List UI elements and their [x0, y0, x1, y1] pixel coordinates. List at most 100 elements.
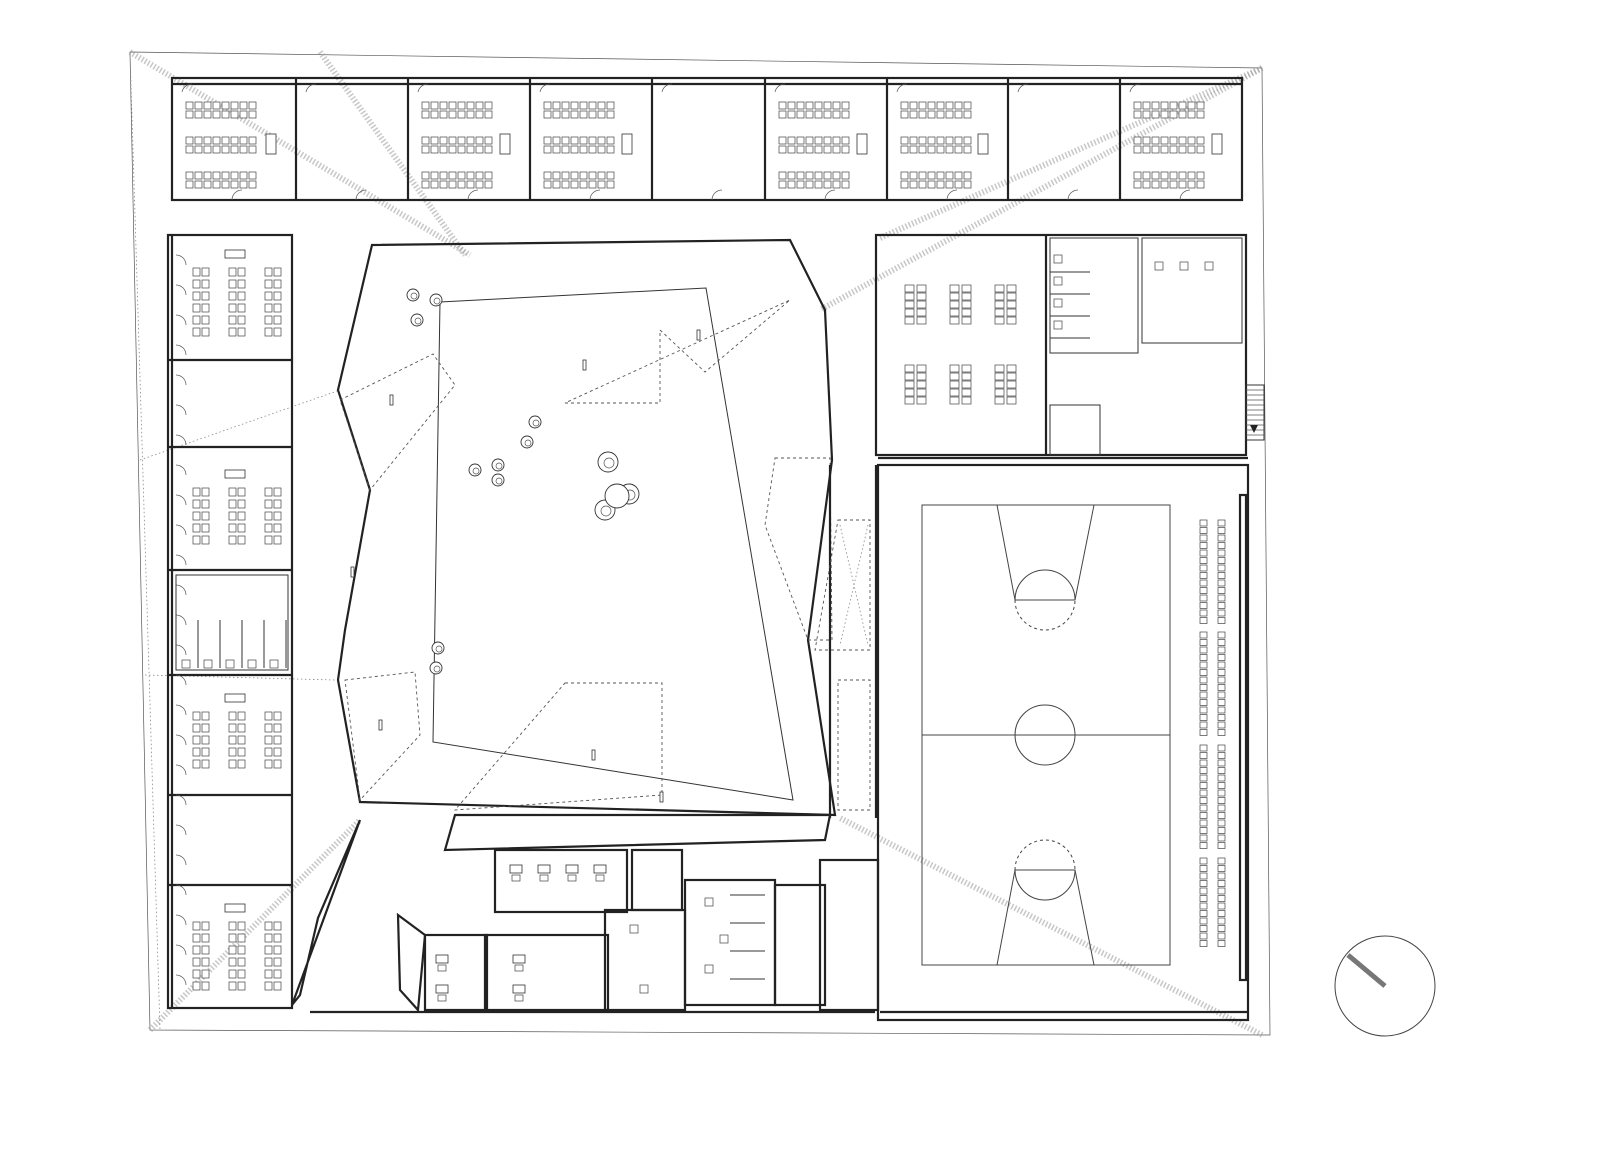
student-desk — [192, 957, 201, 967]
student-desk — [1133, 145, 1142, 154]
student-desk — [264, 291, 273, 301]
student-desk — [561, 180, 570, 189]
student-desk — [1178, 110, 1187, 119]
student-desk — [778, 180, 787, 189]
student-desk — [201, 303, 210, 313]
student-desk — [192, 315, 201, 325]
student-desk — [185, 136, 194, 145]
toilet-icon — [1204, 261, 1214, 271]
student-desk — [203, 136, 212, 145]
student-desk — [201, 487, 210, 497]
student-desk — [916, 284, 927, 293]
student-desk — [961, 292, 972, 301]
student-desk — [916, 396, 927, 405]
student-desk — [239, 110, 248, 119]
bleacher-seat — [1199, 895, 1208, 902]
student-desk — [778, 136, 787, 145]
door-swing-icon — [175, 764, 187, 776]
bleacher-seat — [1199, 691, 1208, 699]
bleacher-seat — [1199, 646, 1208, 654]
student-desk — [212, 145, 221, 154]
student-desk — [421, 110, 430, 119]
student-desk — [421, 145, 430, 154]
bleacher-seat — [1217, 549, 1226, 557]
bleacher-seat — [1217, 646, 1226, 654]
student-desk — [430, 110, 439, 119]
office-desk — [509, 864, 523, 874]
student-desk — [561, 171, 570, 180]
student-desk — [787, 101, 796, 110]
bleacher-seat — [1217, 669, 1226, 676]
toilet-icon — [269, 659, 279, 669]
door-swing-icon — [175, 254, 187, 266]
student-desk — [814, 145, 823, 154]
student-desk — [949, 372, 960, 381]
student-desk — [439, 145, 448, 154]
student-desk — [796, 180, 805, 189]
door-swing-icon — [1129, 83, 1141, 93]
bleacher-seat — [1199, 767, 1208, 774]
student-desk — [228, 723, 237, 733]
student-desk — [823, 101, 832, 110]
student-desk — [484, 180, 493, 189]
student-desk — [552, 180, 561, 189]
toilet-icon — [639, 984, 649, 994]
student-desk — [1178, 145, 1187, 154]
student-desk — [1142, 101, 1151, 110]
student-desk — [475, 180, 484, 189]
student-desk — [201, 921, 210, 931]
student-desk — [1142, 136, 1151, 145]
student-desk — [273, 747, 282, 757]
student-desk — [994, 308, 1005, 317]
student-desk — [273, 933, 282, 943]
tree-icon — [491, 458, 505, 472]
student-desk — [909, 110, 918, 119]
student-desk — [430, 101, 439, 110]
bleacher-seat — [1217, 587, 1226, 594]
door-swing-icon — [175, 464, 187, 476]
bleacher-seat — [1199, 744, 1208, 752]
bleacher-seat — [1199, 661, 1208, 669]
office-desk — [537, 864, 551, 874]
toilet-icon — [181, 659, 191, 669]
bleacher-seat — [1199, 925, 1208, 932]
student-desk — [237, 315, 246, 325]
student-desk — [963, 171, 972, 180]
student-desk — [579, 180, 588, 189]
student-desk — [918, 171, 927, 180]
bleacher-seat — [1217, 542, 1226, 549]
student-desk — [194, 171, 203, 180]
student-desk — [904, 396, 915, 405]
student-desk — [778, 110, 787, 119]
tree-icon — [468, 463, 482, 477]
north-classroom-wing — [170, 76, 1244, 202]
student-desk — [597, 136, 606, 145]
south-office-block — [290, 813, 1248, 1014]
student-desk — [237, 921, 246, 931]
student-desk — [248, 180, 257, 189]
bleacher-seat — [1199, 699, 1208, 706]
student-desk — [1187, 110, 1196, 119]
door-swing-icon — [1067, 189, 1079, 201]
student-desk — [273, 511, 282, 521]
student-desk — [221, 101, 230, 110]
tree-icon — [597, 451, 619, 473]
student-desk — [936, 136, 945, 145]
student-desk — [904, 380, 915, 389]
door-swing-icon — [774, 83, 786, 93]
student-desk — [927, 145, 936, 154]
bleacher-seat — [1217, 676, 1226, 684]
student-desk — [237, 735, 246, 745]
student-desk — [949, 364, 960, 373]
student-desk — [961, 284, 972, 293]
student-desk — [201, 735, 210, 745]
bleacher-seat — [1199, 940, 1208, 947]
student-desk — [900, 145, 909, 154]
student-desk — [1142, 180, 1151, 189]
student-desk — [237, 291, 246, 301]
student-desk — [221, 145, 230, 154]
student-desk — [1151, 110, 1160, 119]
bleacher-seat — [1199, 654, 1208, 661]
student-desk — [1142, 171, 1151, 180]
bleacher-seat — [1199, 910, 1208, 917]
